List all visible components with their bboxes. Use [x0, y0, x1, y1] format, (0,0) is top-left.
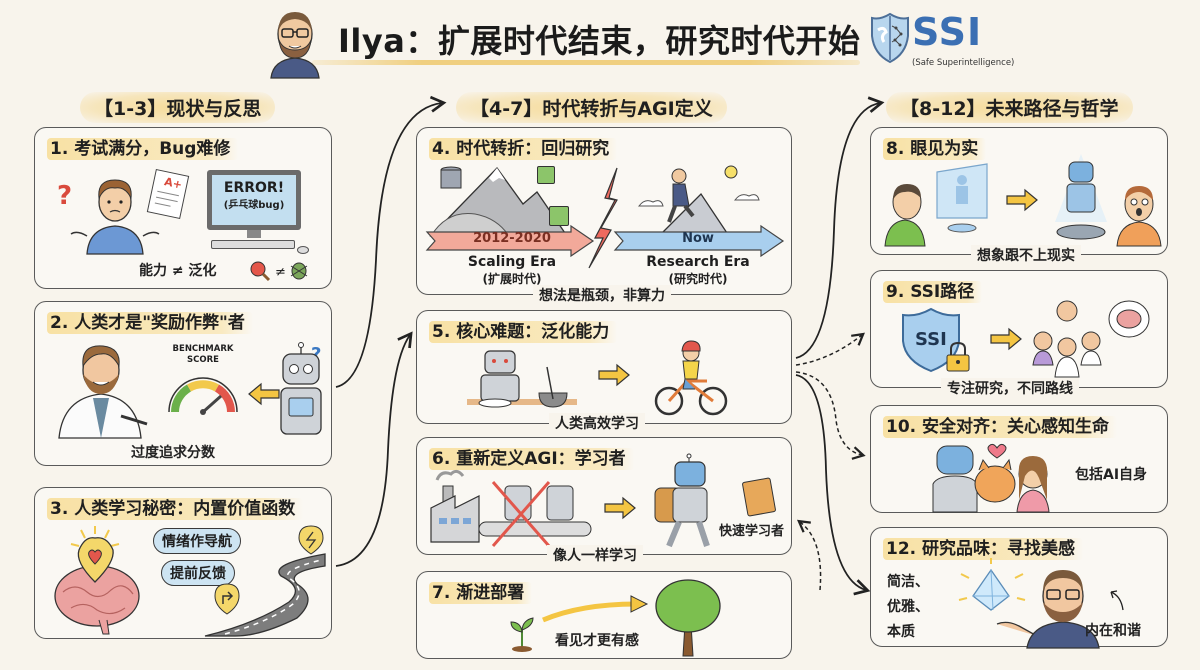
arrow-right-icon: [1006, 188, 1038, 212]
mouse-icon: [297, 246, 309, 254]
arrow-right-icon: [990, 327, 1022, 351]
computer-error-screen: ERROR! (乒乓球bug): [207, 170, 301, 230]
padlock-icon: [946, 341, 970, 372]
card-2-caption: 过度追求分数: [131, 445, 215, 461]
shield-text: SSI: [915, 329, 947, 350]
card-2-reward-hacking: 2. 人类才是"奖励作弊"者 BENCHMARK SCORE ? 过度追求分数: [34, 301, 332, 466]
logo-text: SSI: [912, 10, 983, 54]
confused-student-icon: ?: [57, 179, 160, 255]
card-1-exam-vs-bug: 1. 考试满分，Bug难修 ? A+ ERROR! (乒乓球bug) 能力 ≠ …: [34, 127, 332, 289]
cooking-robot-icon: [467, 350, 577, 408]
pingpong-not-bug-icon: ≠: [250, 261, 308, 282]
card-title: 8. 眼见为实: [883, 134, 990, 160]
card-5-generalization: 5. 核心难题：泛化能力 人类高效学习: [416, 310, 792, 433]
card-9-ssi-path: 9. SSI路径 SSI 专注研究，不同路线: [870, 270, 1168, 398]
logo-subtitle: (Safe Superintelligence): [912, 58, 1015, 68]
section-header-8-12: 【8-12】未来路径与哲学: [886, 92, 1133, 123]
climber-mountain-icon: [637, 165, 760, 237]
lightning-bolt-icon: [588, 167, 618, 269]
card-title: 12. 研究品味：寻找美感: [883, 534, 1087, 560]
scaling-era-cn: (扩展时代): [482, 272, 542, 286]
svg-text:?: ?: [57, 181, 72, 211]
card-8-seeing-is-believing: 8. 眼见为实 想象跟不上现实: [870, 127, 1168, 265]
bubble-emotion-navigation: 情绪作导航: [153, 528, 241, 554]
including-ai-label: 包括AI自身: [1075, 467, 1148, 483]
curved-pointer-arrow: [1110, 590, 1124, 611]
scientist-icon: [58, 345, 148, 439]
chip-icon: [537, 166, 555, 184]
card-1-caption: 能力 ≠ 泛化: [139, 263, 217, 279]
card-title: 3. 人类学习秘密：内置价值函数: [47, 494, 307, 520]
section-header-1-3: 【1-3】现状与反思: [80, 92, 276, 123]
confused-robot-icon: ?: [280, 342, 322, 435]
crystal-icon: [958, 558, 1026, 611]
card-9-caption: 专注研究，不同路线: [941, 378, 1079, 398]
card-5-caption: 人类高效学习: [549, 413, 645, 433]
card-7-caption: 看见才更有感: [555, 633, 639, 649]
keyboard-icon: [211, 240, 295, 249]
card-3-value-function: 3. 人类学习秘密：内置价值函数 情绪作导航 提前反馈: [34, 487, 332, 639]
card-title: 4. 时代转折：回归研究: [429, 134, 621, 160]
card-title: 7. 渐进部署: [429, 578, 536, 604]
card-4-caption: 想法是瓶颈，非算力: [533, 285, 671, 305]
card-10-safety-alignment: 10. 安全对齐：关心感知生命 包括AI自身: [870, 405, 1168, 513]
research-era-cn: (研究时代): [668, 272, 728, 286]
person-icon: [884, 184, 926, 247]
benchmark-label: BENCHMARK SCORE: [172, 344, 234, 365]
avatar: [265, 6, 325, 79]
card-title: 10. 安全对齐：关心感知生命: [883, 412, 1121, 438]
shield-lock-icon: [902, 307, 960, 373]
research-era-arrow: [613, 224, 785, 258]
tree-icon: [655, 579, 721, 657]
bubble-early-feedback: 提前反馈: [161, 560, 235, 586]
robot-dog-girl-icon: [932, 443, 1050, 513]
card-8-caption: 想象跟不上现实: [971, 245, 1081, 265]
section-header-4-7: 【4-7】时代转折与AGI定义: [456, 92, 727, 123]
benchmark-gauge-icon: [168, 377, 238, 415]
research-team-icon: [1032, 300, 1150, 378]
card-6-redefine-agi: 6. 重新定义AGI：学习者 快速学习者 像人一样学习: [416, 437, 792, 565]
student-robot-book-icon: [654, 453, 776, 548]
scaling-era-label: Scaling Era: [467, 254, 557, 270]
arrow-right-icon: [604, 496, 636, 520]
card-4-era-shift: 4. 时代转折：回归研究 2012-2020 Scaling Era (扩展时代…: [416, 127, 792, 305]
child-on-bike-icon: [654, 340, 728, 416]
page-title: Ilya：扩展时代结束，研究时代开始: [338, 22, 861, 60]
factory-robots-icon: [430, 469, 592, 547]
research-era-now: Now: [682, 231, 714, 246]
hologram-robot-icon: [1055, 154, 1107, 240]
taste-qualities: 简洁、 优雅、 本质: [887, 574, 929, 640]
research-era-label: Research Era: [646, 254, 750, 270]
card-title: 9. SSI路径: [883, 277, 986, 303]
scaling-mountain-icon: [429, 166, 569, 237]
card-title: 2. 人类才是"奖励作弊"者: [47, 308, 257, 334]
screen-figure-icon: [936, 163, 988, 233]
chip-icon: [549, 206, 569, 226]
road-icon: [204, 525, 326, 637]
card-title: 6. 重新定义AGI：学习者: [429, 444, 638, 470]
sprout-icon: [510, 617, 534, 652]
inner-harmony-label: 内在和谐: [1085, 623, 1141, 639]
svg-text:≠: ≠: [275, 265, 286, 280]
card-6-caption: 像人一样学习: [547, 545, 643, 565]
scaling-era-years: 2012-2020: [473, 231, 551, 246]
scaling-era-arrow: [425, 224, 595, 258]
fast-learner-label: 快速学习者: [719, 524, 785, 539]
card-12-research-taste: 12. 研究品味：寻找美感 简洁、 优雅、 本质 内在和谐: [870, 527, 1168, 649]
bearded-man-icon: [996, 570, 1100, 649]
card-title: 1. 考试满分，Bug难修: [47, 134, 242, 160]
monitor-stand: [247, 230, 261, 238]
exam-paper-icon: A+: [146, 168, 190, 220]
arrow-left-icon: [248, 382, 280, 406]
title-underline: [312, 60, 860, 65]
arrow-right-icon: [598, 363, 630, 387]
svg-text:?: ?: [311, 344, 321, 365]
ssi-shield-logo-icon: [870, 12, 910, 68]
card-title: 5. 核心难题：泛化能力: [429, 317, 621, 343]
curved-arrow-icon: [542, 595, 649, 623]
surprised-person-icon: [1116, 186, 1162, 247]
card-7-gradual-deployment: 7. 渐进部署 看见才更有感: [416, 571, 792, 659]
brain-heart-icon: [54, 526, 140, 635]
